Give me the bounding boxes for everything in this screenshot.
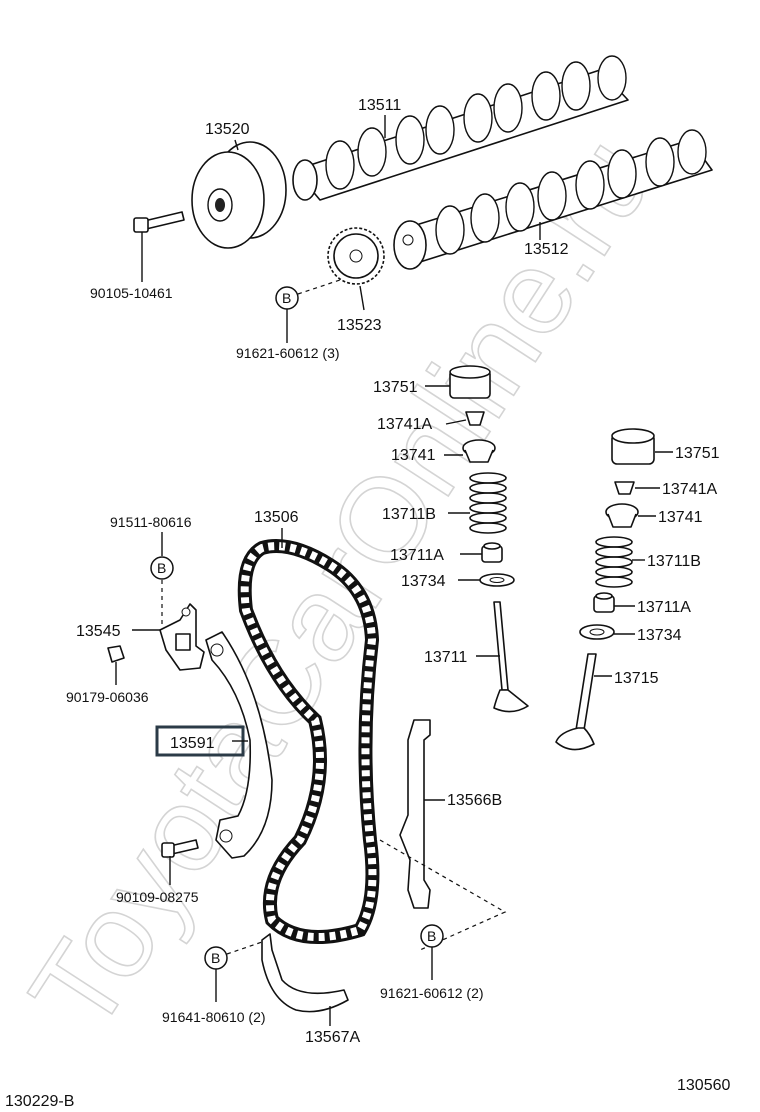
valve-keeper-13741A-b[interactable]	[614, 481, 635, 495]
timing-chain-13506[interactable]	[237, 539, 380, 945]
label-13751-a[interactable]: 13751	[373, 379, 418, 396]
valve-seal-13711A-a[interactable]	[481, 542, 503, 563]
label-13734-a[interactable]: 13734	[401, 573, 446, 590]
label-13711B-a[interactable]: 13711B	[382, 506, 436, 523]
gear-13523[interactable]	[327, 227, 385, 285]
ref-marker-b-2: B	[150, 556, 174, 580]
valve-retainer-13741-b[interactable]	[605, 503, 639, 528]
label-13567A[interactable]: 13567A	[305, 1029, 360, 1046]
chain-guide-13567A[interactable]	[261, 933, 349, 1013]
bolt-90109[interactable]	[161, 839, 199, 858]
label-91621-b[interactable]: 91621-60612 (2)	[380, 985, 484, 1001]
svg-text:B: B	[427, 928, 436, 944]
valve-retainer-13741-a[interactable]	[462, 439, 496, 463]
label-13741A-b[interactable]: 13741A	[662, 481, 717, 498]
ref-marker-b-1: B	[275, 286, 299, 310]
svg-text:B: B	[282, 290, 291, 306]
label-91621-a[interactable]: 91621-60612 (3)	[236, 345, 340, 361]
label-13520[interactable]: 13520	[205, 121, 250, 138]
label-13566B[interactable]: 13566B	[447, 792, 502, 809]
label-90105[interactable]: 90105-10461	[90, 285, 173, 301]
diagram-code-left: 130229-B	[5, 1093, 74, 1110]
chain-guide-13591[interactable]	[205, 631, 273, 859]
nut-90179[interactable]	[107, 645, 125, 663]
ref-marker-b-4: B	[204, 946, 228, 970]
label-90179[interactable]: 90179-06036	[66, 689, 149, 705]
label-13711[interactable]: 13711	[424, 649, 467, 666]
valve-spring-13711B-a[interactable]	[469, 472, 507, 534]
ref-marker-b-3: B	[420, 924, 444, 948]
label-13711A-a[interactable]: 13711A	[390, 547, 444, 564]
label-90109[interactable]: 90109-08275	[116, 889, 199, 905]
label-13715[interactable]: 13715	[614, 670, 659, 687]
bolt-90105[interactable]	[133, 211, 185, 233]
label-91641[interactable]: 91641-80610 (2)	[162, 1009, 266, 1025]
vvt-gear-13520[interactable]	[191, 141, 287, 249]
valve-seal-13711A-b[interactable]	[593, 592, 615, 613]
label-13591[interactable]: 13591	[170, 735, 215, 752]
label-13545[interactable]: 13545	[76, 623, 121, 640]
label-13711A-b[interactable]: 13711A	[637, 599, 691, 616]
valve-lifter-13751-b[interactable]	[611, 428, 655, 465]
label-13734-b[interactable]: 13734	[637, 627, 682, 644]
label-13741-b[interactable]: 13741	[658, 509, 703, 526]
label-13751-b[interactable]: 13751	[675, 445, 720, 462]
diagram-code-right: 130560	[677, 1077, 730, 1094]
label-13511[interactable]: 13511	[358, 97, 401, 114]
valve-seat-13734-b[interactable]	[579, 624, 615, 640]
label-13741A-a[interactable]: 13741A	[377, 416, 432, 433]
exhaust-valve-13715[interactable]	[555, 653, 597, 751]
label-13741-a[interactable]: 13741	[391, 447, 436, 464]
valve-spring-13711B-b[interactable]	[595, 536, 633, 588]
label-91511[interactable]: 91511-80616	[110, 514, 192, 530]
label-13506[interactable]: 13506	[254, 509, 299, 526]
chain-tensioner-13545[interactable]	[159, 603, 205, 671]
chain-guide-13566B[interactable]	[399, 719, 431, 909]
valve-keeper-13741A-a[interactable]	[465, 411, 485, 426]
label-13523[interactable]: 13523	[337, 317, 382, 334]
svg-text:B: B	[157, 560, 166, 576]
svg-text:B: B	[211, 950, 220, 966]
valve-seat-13734-a[interactable]	[479, 573, 515, 587]
camshaft-13512[interactable]	[393, 129, 713, 270]
valve-lifter-13751-a[interactable]	[449, 365, 491, 399]
camshaft-13511[interactable]	[292, 55, 629, 201]
intake-valve-13711[interactable]	[493, 601, 529, 713]
label-13711B-b[interactable]: 13711B	[647, 553, 701, 570]
label-13512[interactable]: 13512	[524, 241, 569, 258]
